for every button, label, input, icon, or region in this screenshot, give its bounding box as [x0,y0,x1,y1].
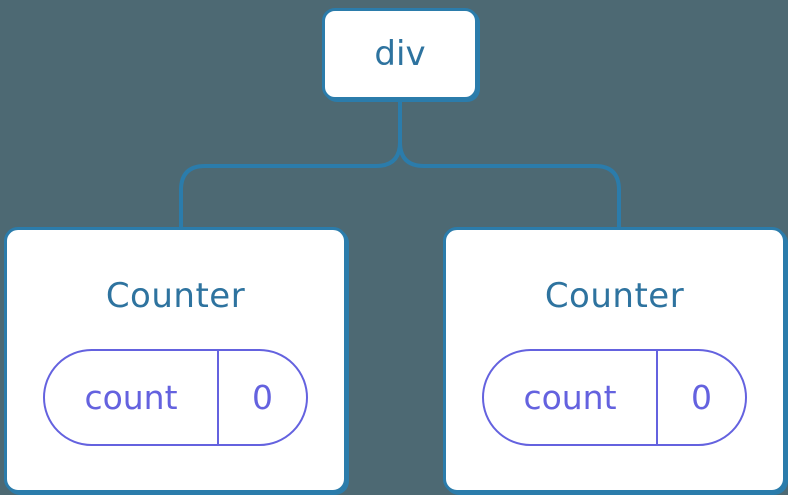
state-key: count [484,350,658,444]
root-node-label: div [374,34,426,74]
state-pill: count 0 [482,348,747,446]
state-value: 0 [252,377,273,417]
root-node: div [322,8,478,100]
component-title: Counter [544,276,685,316]
state-key: count [45,350,219,444]
component-title: Counter [105,276,246,316]
state-value: 0 [691,377,712,417]
state-pill: count 0 [43,348,308,446]
component-card: Counter count 0 [4,227,347,493]
component-card: Counter count 0 [443,227,786,493]
